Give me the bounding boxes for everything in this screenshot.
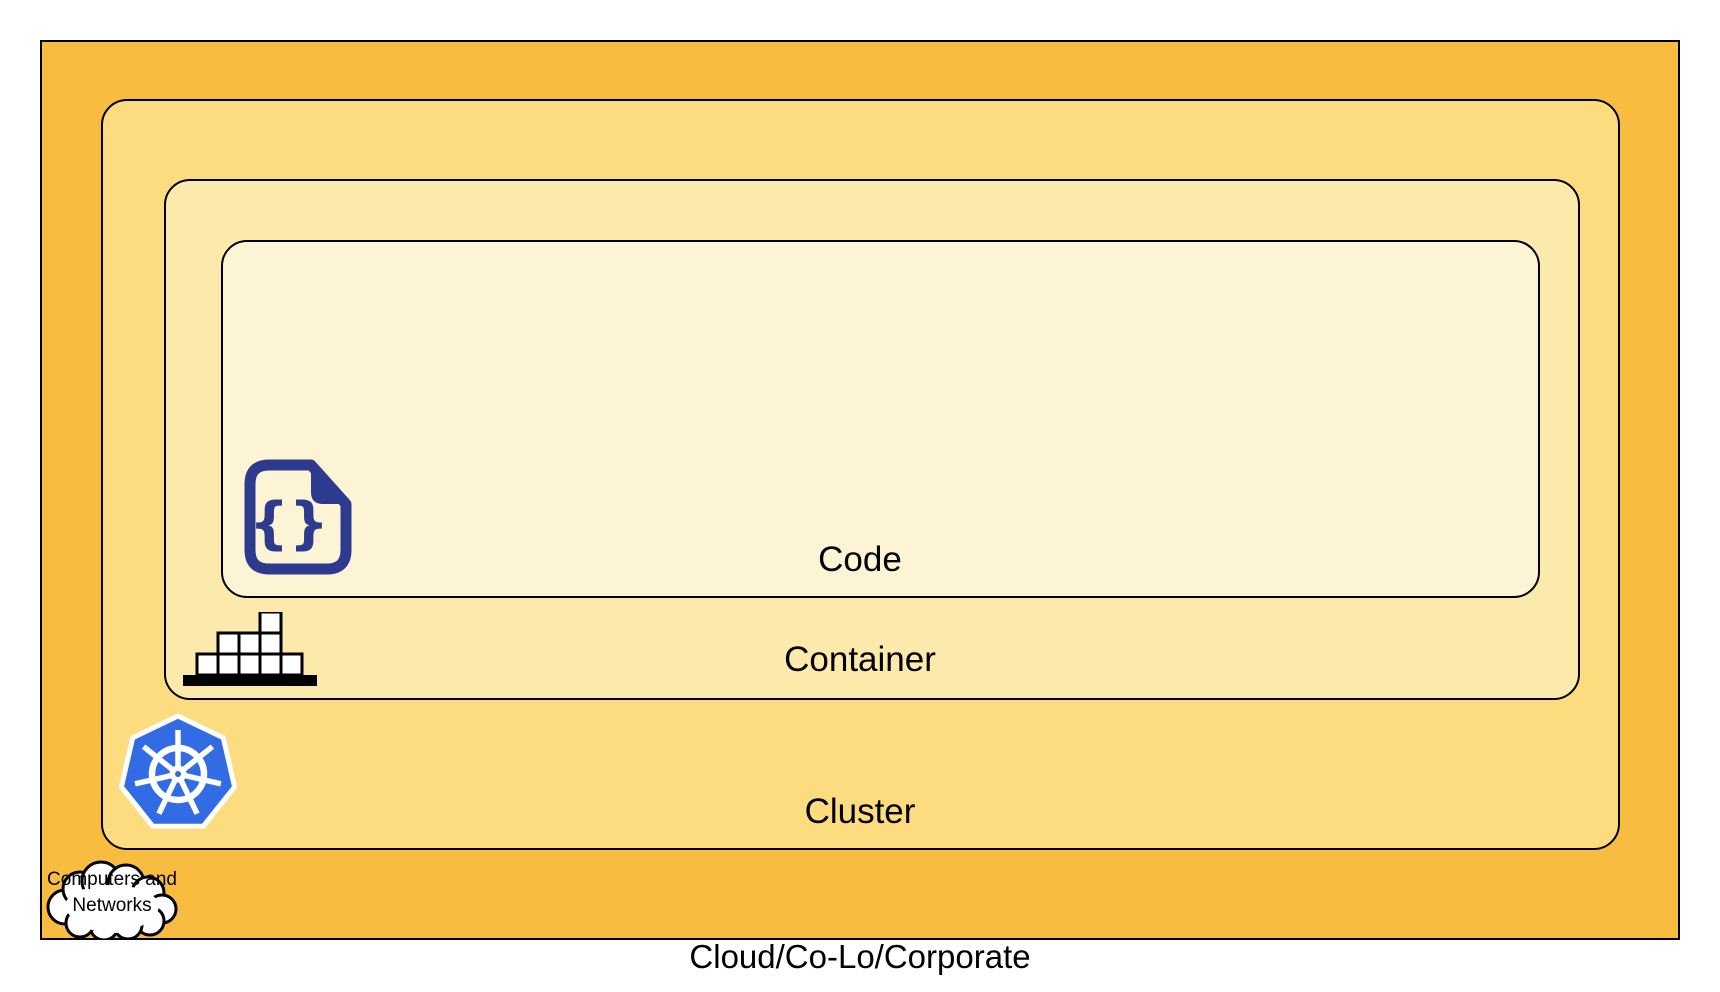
kubernetes-helm-icon	[116, 712, 240, 836]
container-layer-label: Container	[784, 640, 936, 679]
cloud-text-line2: Networks	[72, 895, 152, 916]
cloud-text-line1: Computers and	[47, 869, 177, 890]
cloud-callout-text: Computers and Networks	[38, 867, 186, 919]
cluster-layer-label: Cluster	[804, 792, 916, 831]
code-braces-glyph: {}	[249, 491, 329, 556]
code-layer-label: Code	[818, 540, 902, 579]
cloud-callout: Computers and Networks	[38, 851, 186, 939]
code-layer-box	[221, 240, 1540, 598]
datacenter-label-line1: Cloud/Co-Lo/Corporate	[689, 938, 1031, 975]
cloud-icon	[46, 860, 178, 939]
code-file-icon: {}	[238, 457, 358, 577]
datacenter-layer-label: Cloud/Co-Lo/Corporate Datacenter	[0, 867, 1720, 992]
container-blocks-icon	[183, 610, 317, 686]
